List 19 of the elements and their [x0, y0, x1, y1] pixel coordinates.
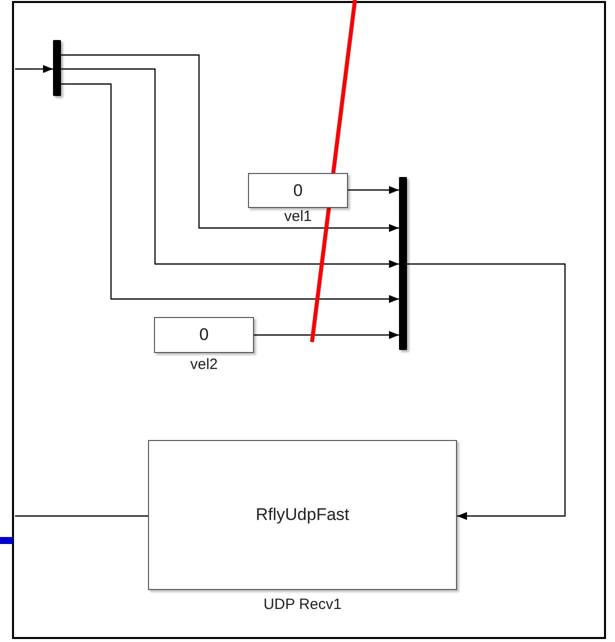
block-name: UDP Recv1 — [262, 597, 343, 612]
signal-line — [61, 68, 399, 268]
block — [154, 317, 254, 353]
signal-line — [407, 263, 566, 520]
block-name: vel2 — [189, 357, 219, 372]
block-label: 0 — [293, 180, 303, 200]
block-name: vel1 — [283, 209, 313, 224]
block-label: RflyUdpFast — [256, 505, 350, 525]
signal-line — [15, 515, 148, 517]
block-label: 0 — [199, 325, 209, 345]
block — [248, 173, 348, 208]
block — [148, 440, 457, 590]
mux-bar — [399, 177, 407, 350]
signal-line — [348, 186, 399, 194]
signal-line — [15, 65, 53, 73]
mux-bar — [53, 40, 61, 96]
signal-line — [61, 83, 399, 303]
signal-line — [61, 54, 399, 232]
signal-line — [254, 331, 399, 339]
